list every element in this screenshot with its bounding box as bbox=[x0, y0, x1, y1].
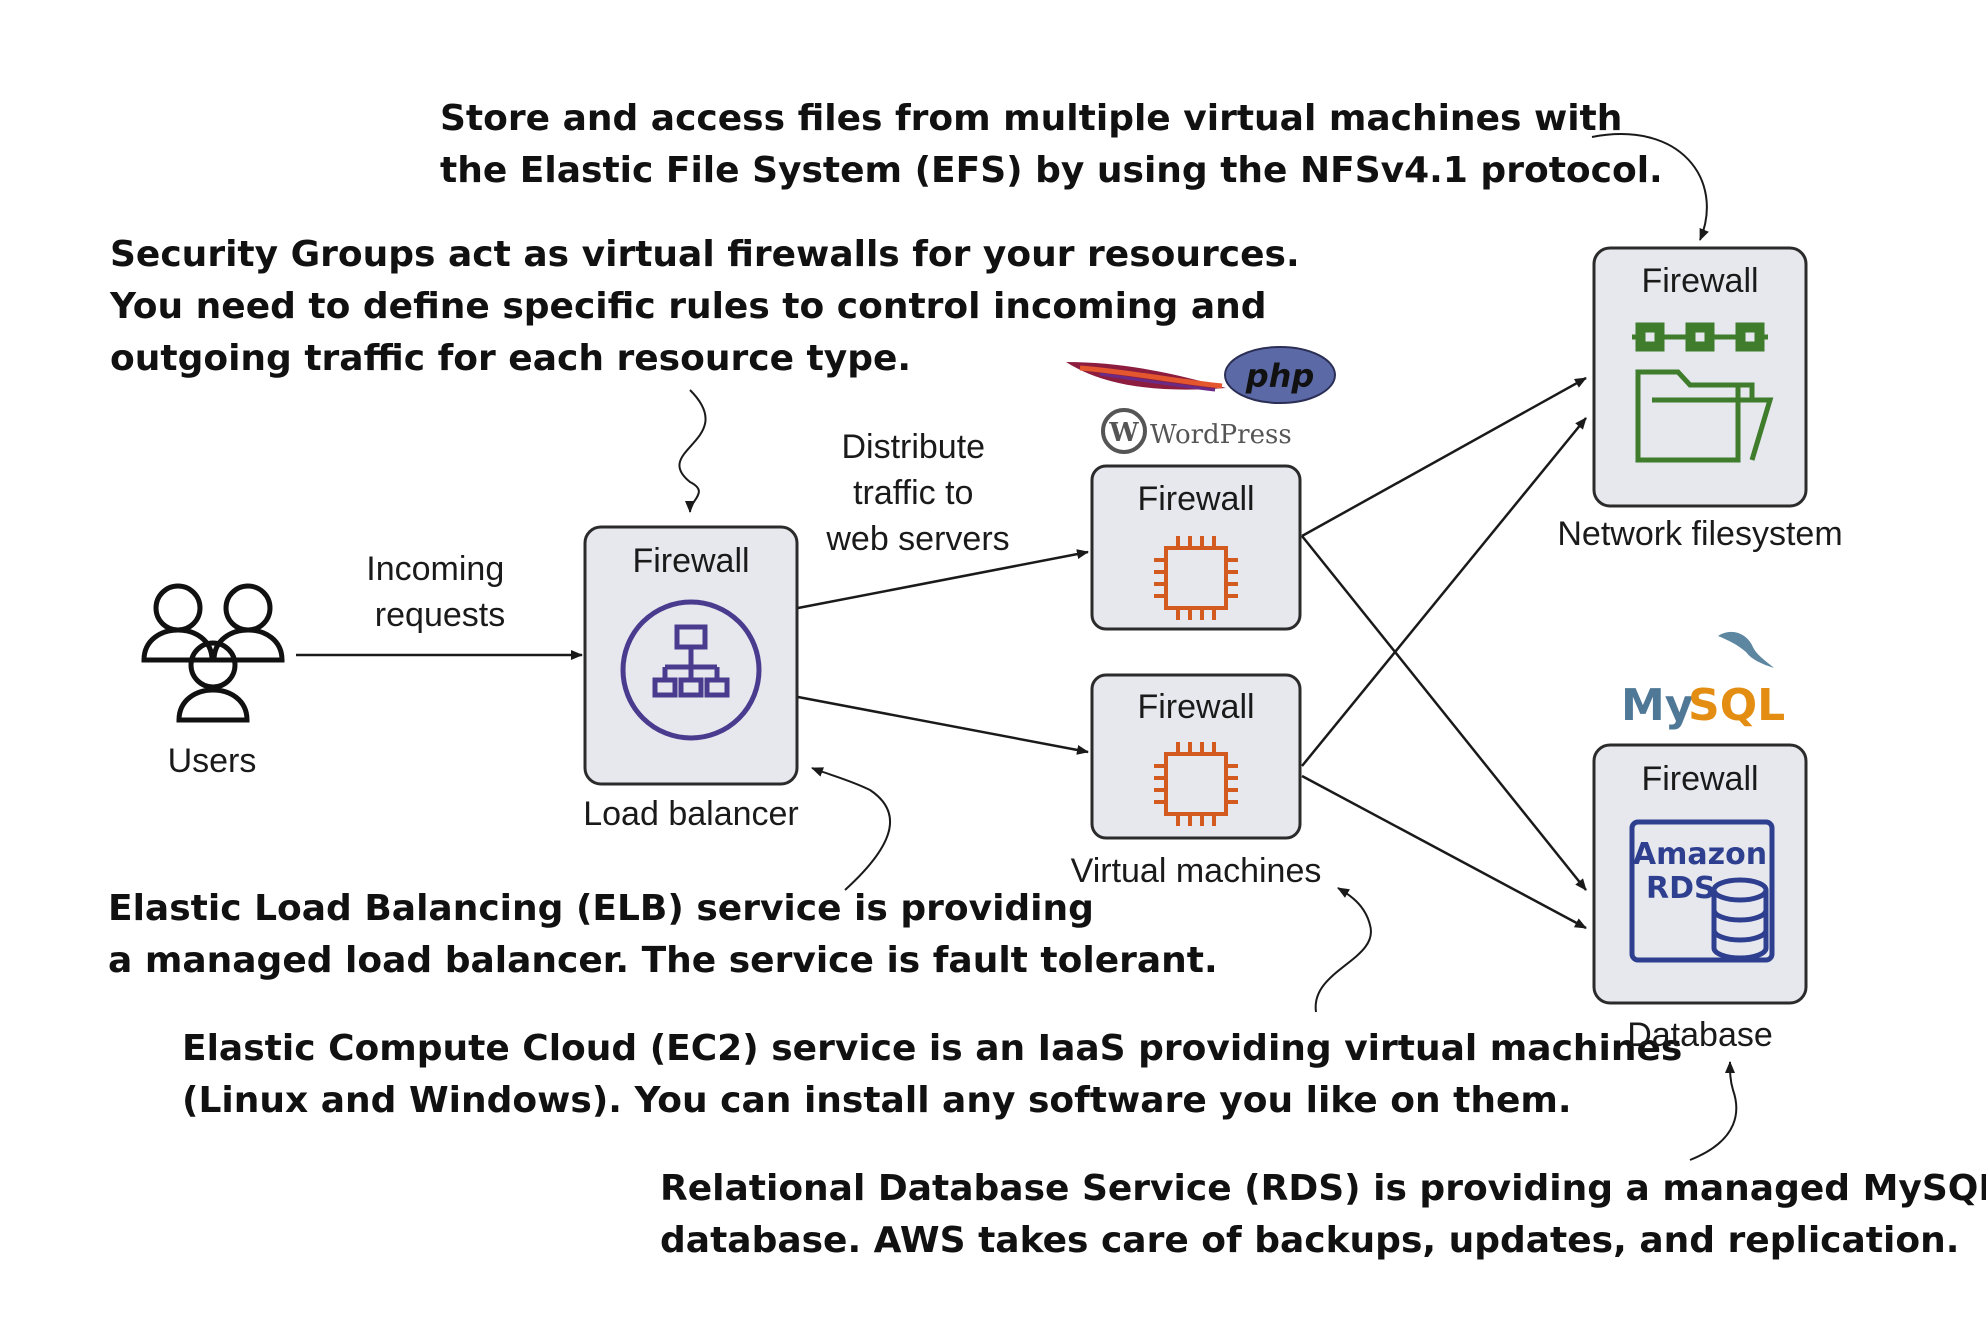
svg-text:W: W bbox=[1108, 418, 1139, 448]
elb-annotation: Elastic Load Balancing (ELB) service is … bbox=[108, 888, 1218, 981]
efs-pointer bbox=[1591, 133, 1709, 241]
apache-feather-logo bbox=[1066, 362, 1226, 392]
filesystem-label: Network filesystem bbox=[1557, 515, 1842, 553]
efs-annotation: Store and access files from multiple vir… bbox=[440, 98, 1663, 191]
rds-icon-rds: RDS bbox=[1646, 871, 1716, 906]
security-groups-annotation: Security Groups act as virtual firewalls… bbox=[109, 234, 1312, 379]
vm1-to-efs-arrow bbox=[1301, 376, 1587, 538]
load-balancer-firewall-label: Firewall bbox=[632, 542, 749, 580]
sg-pointer bbox=[678, 389, 707, 513]
efs-folder-icon bbox=[1632, 322, 1774, 463]
wordpress-logo: W WordPress bbox=[1101, 408, 1292, 454]
lb-to-vm2-arrow bbox=[797, 695, 1089, 755]
distribute-label: Distribute traffic to web servers bbox=[825, 428, 1009, 558]
users-label: Users bbox=[168, 742, 257, 780]
rds-icon: Amazon RDS bbox=[1629, 819, 1775, 963]
vm2-to-rds-arrow bbox=[1301, 774, 1587, 930]
database-firewall-label: Firewall bbox=[1641, 760, 1758, 798]
mysql-logo: My SQL bbox=[1621, 631, 1785, 731]
vm2-to-efs-arrow bbox=[1301, 417, 1587, 767]
load-balancer-label: Load balancer bbox=[583, 795, 799, 833]
vm2-box bbox=[1090, 673, 1302, 840]
ec2-chip-icon bbox=[1154, 536, 1238, 620]
elb-icon bbox=[620, 599, 762, 741]
ec2-annotation: Elastic Compute Cloud (EC2) service is a… bbox=[182, 1028, 1695, 1121]
lb-to-vm1-arrow bbox=[797, 549, 1089, 610]
filesystem-box bbox=[1592, 246, 1808, 508]
database-label: Database bbox=[1627, 1016, 1773, 1054]
mysql-logo-my: My bbox=[1621, 680, 1693, 731]
users-icon bbox=[141, 583, 285, 723]
elb-pointer bbox=[811, 767, 892, 891]
incoming-requests-label: Incoming requests bbox=[366, 550, 513, 634]
vm1-firewall-label: Firewall bbox=[1137, 480, 1254, 518]
rds-pointer bbox=[1689, 1061, 1738, 1161]
rds-icon-amazon: Amazon bbox=[1633, 837, 1767, 872]
rds-annotation: Relational Database Service (RDS) is pro… bbox=[660, 1168, 1986, 1261]
php-logo-text: php bbox=[1245, 357, 1315, 395]
php-logo: php bbox=[1224, 346, 1336, 404]
vm1-to-rds-arrow bbox=[1301, 535, 1587, 891]
filesystem-firewall-label: Firewall bbox=[1641, 262, 1758, 300]
vm2-firewall-label: Firewall bbox=[1137, 688, 1254, 726]
ec2-chip-icon bbox=[1154, 742, 1238, 826]
virtual-machines-label: Virtual machines bbox=[1071, 852, 1322, 890]
mysql-logo-sql: SQL bbox=[1688, 680, 1785, 731]
ec2-pointer bbox=[1314, 887, 1372, 1013]
wordpress-logo-text: WordPress bbox=[1150, 420, 1292, 450]
